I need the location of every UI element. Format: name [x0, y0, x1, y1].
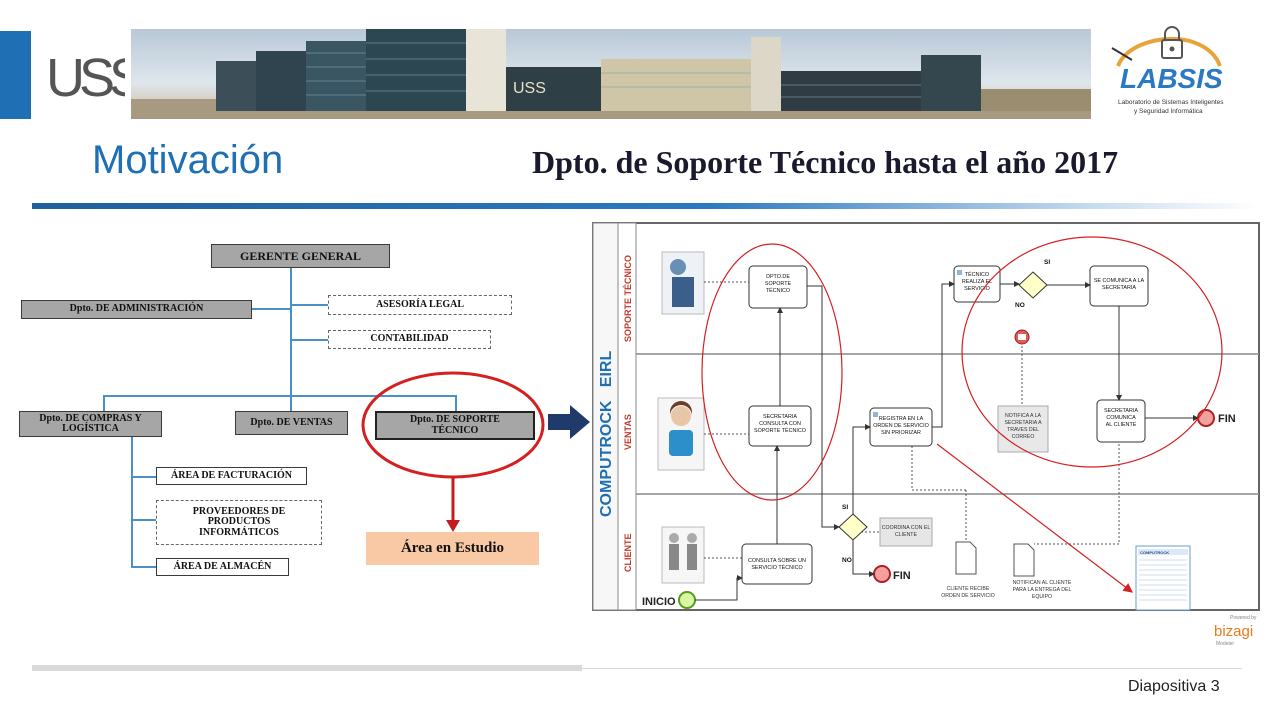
org-box-contabilidad: CONTABILIDAD	[328, 330, 491, 349]
pool-label: COMPUTROCK EIRL	[598, 351, 615, 517]
service-order-form-image: COMPUTROCK	[1135, 545, 1191, 611]
lane-label-cliente: CLIENTE	[623, 533, 633, 572]
org-box-almacen: ÁREA DE ALMACÉN	[156, 558, 289, 576]
label-no-1: NO	[1015, 302, 1025, 309]
connector-line	[290, 395, 292, 411]
org-box-facturacion: ÁREA DE FACTURACIÓN	[156, 467, 307, 485]
footer-divider	[32, 665, 582, 671]
label-si-1: SI	[1044, 259, 1050, 266]
secretary-image	[657, 397, 705, 471]
svg-text:CLIENTE: CLIENTE	[623, 533, 633, 572]
study-area-label: Área en Estudio	[366, 532, 539, 565]
svg-text:Modeler: Modeler	[1216, 641, 1234, 647]
connector-line	[290, 304, 328, 306]
connector-line	[103, 395, 105, 411]
org-box-ventas: Dpto. DE VENTAS	[235, 411, 348, 435]
left-accent-bar	[0, 31, 31, 119]
svg-text:Powered by: Powered by	[1230, 615, 1257, 621]
org-box-proveedores: PROVEEDORES DE PRODUCTOS INFORMÁTICOS	[156, 500, 322, 545]
highlight-ellipse-bpmn-1	[701, 243, 843, 501]
campus-banner-image: USS	[131, 29, 1091, 119]
label-fin-1: FIN	[893, 570, 911, 582]
connector-line	[103, 395, 457, 397]
end-event-1	[873, 565, 891, 583]
start-event	[678, 591, 696, 609]
svg-text:COMPUTROCK EIRL: COMPUTROCK EIRL	[598, 351, 615, 517]
slide-subtitle: Dpto. de Soporte Técnico hasta el año 20…	[532, 144, 1119, 180]
highlight-ellipse-bpmn-2	[961, 236, 1223, 468]
connector-line	[131, 566, 156, 568]
svg-text:USS: USS	[513, 80, 546, 97]
document-notifican-cliente	[1013, 543, 1035, 577]
end-event-2	[1197, 409, 1215, 427]
connector-line	[455, 395, 457, 411]
labsis-logo: LABSIS Laboratorio de Sistemas Inteligen…	[1110, 26, 1230, 120]
gateway-1	[1018, 271, 1048, 299]
footer-divider-thin	[582, 668, 1242, 669]
connector-line	[131, 519, 156, 521]
svg-text:COMPUTROCK: COMPUTROCK	[1140, 550, 1169, 555]
highlight-ellipse	[361, 371, 545, 532]
slide-title: Motivación	[92, 138, 284, 182]
org-box-asesoria-legal: ASESORÍA LEGAL	[328, 295, 512, 315]
connector-line	[131, 437, 133, 567]
svg-text:LABSIS: LABSIS	[1120, 63, 1223, 94]
title-divider	[32, 203, 1260, 209]
lane-label-ventas: VENTAS	[623, 414, 633, 450]
org-box-gerente-general: GERENTE GENERAL	[211, 244, 390, 268]
slide-number: Diapositiva 3	[1128, 678, 1220, 695]
connector-line	[290, 339, 328, 341]
connector-line	[131, 476, 156, 478]
svg-text:SOPORTE TÉCNICO: SOPORTE TÉCNICO	[623, 255, 633, 342]
right-arrow	[548, 405, 590, 439]
label-no-2: NO	[842, 557, 852, 564]
client-image	[661, 526, 705, 584]
svg-text:bizagi: bizagi	[1214, 623, 1253, 640]
bizagi-logo: Powered by bizagi Modeler	[1212, 612, 1260, 652]
connector-line	[290, 268, 292, 396]
org-box-soporte-tecnico: Dpto. DE SOPORTE TÉCNICO	[375, 411, 535, 440]
org-box-administracion: Dpto. DE ADMINISTRACIÓN	[21, 300, 252, 319]
svg-text:y Seguridad Informática: y Seguridad Informática	[1134, 108, 1203, 115]
label-fin-2: FIN	[1218, 413, 1236, 425]
connector-line	[252, 308, 290, 310]
org-chart: GERENTE GENERAL Dpto. DE ADMINISTRACIÓN …	[0, 0, 580, 600]
label-inicio: INICIO	[642, 596, 676, 608]
svg-text:VENTAS: VENTAS	[623, 414, 633, 450]
bpmn-diagram: COMPUTROCK EIRL SOPORTE TÉCNICO VENTAS C…	[592, 222, 1260, 612]
svg-text:Laboratorio de Sistemas Inteli: Laboratorio de Sistemas Inteligentes	[1118, 99, 1224, 106]
document-cliente-recibe	[955, 541, 977, 575]
message-event	[1014, 329, 1030, 345]
red-pointer-arrow	[936, 443, 1133, 593]
label-si-2: SI	[842, 504, 848, 511]
lane-label-soporte: SOPORTE TÉCNICO	[623, 255, 633, 342]
org-box-compras-logistica: Dpto. DE COMPRAS Y LOGÍSTICA	[19, 411, 162, 437]
technician-image	[661, 251, 705, 315]
